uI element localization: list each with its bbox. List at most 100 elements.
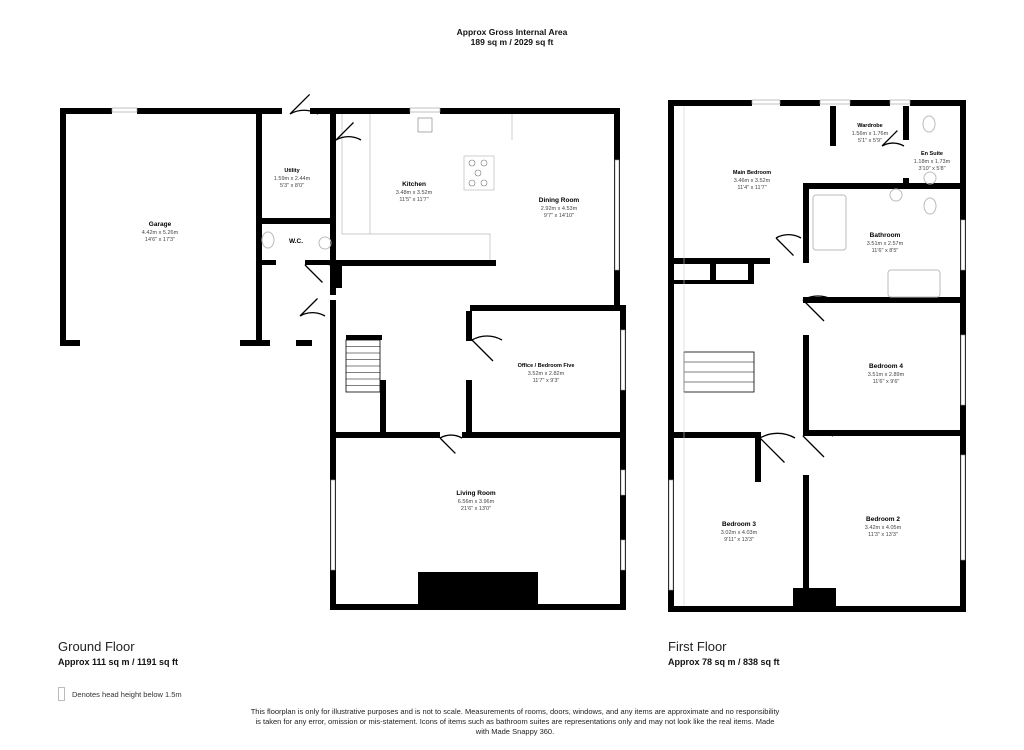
room-name: Bathroom xyxy=(870,232,901,239)
header-area: 189 sq m / 2029 sq ft xyxy=(470,37,554,47)
room-imperial: 5'1" x 5'9" xyxy=(858,138,882,144)
room-imperial: 11'5" x 11'7" xyxy=(399,197,428,203)
header-title: Approx Gross Internal Area xyxy=(456,27,568,37)
room-name: En Suite xyxy=(921,151,943,157)
toilet xyxy=(923,197,937,215)
room-name: Utility xyxy=(284,168,300,174)
room-imperial: 9'11" x 13'3" xyxy=(724,537,754,543)
room-imperial: 5'3" x 8'0" xyxy=(280,183,304,189)
fixtures xyxy=(111,93,966,606)
window xyxy=(668,479,674,591)
wall xyxy=(462,432,626,438)
hob-ring xyxy=(480,179,488,187)
room-imperial: 11'6" x 9'6" xyxy=(873,379,900,385)
wall xyxy=(336,260,496,266)
wall xyxy=(256,260,276,265)
hob xyxy=(463,155,495,191)
wall xyxy=(803,430,966,436)
room-metric: 3.48m x 3.52m xyxy=(396,190,433,196)
wall xyxy=(336,432,440,438)
bath xyxy=(812,194,847,251)
kitchen-worktop xyxy=(341,114,513,260)
window xyxy=(960,334,966,406)
room-metric: 3.46m x 3.52m xyxy=(734,178,771,184)
wall xyxy=(803,183,809,263)
wall xyxy=(240,340,262,346)
fireplace xyxy=(418,572,538,606)
wall xyxy=(262,108,282,114)
first-floor-area: Approx 78 sq m / 838 sq ft xyxy=(668,657,780,667)
wall xyxy=(803,183,966,189)
walls xyxy=(60,100,966,612)
toilet xyxy=(922,115,936,133)
window xyxy=(751,99,781,105)
room-metric: 1.56m x 1.76m xyxy=(852,131,889,137)
door xyxy=(802,295,834,322)
door xyxy=(881,130,905,147)
window xyxy=(614,159,620,271)
wall xyxy=(330,108,336,295)
room-imperial: 11'6" x 8'5" xyxy=(872,248,899,254)
room-imperial: 9'7" x 14'10" xyxy=(544,213,574,219)
wall xyxy=(850,100,890,106)
door xyxy=(775,234,802,256)
door xyxy=(299,298,326,317)
head-height-swatch xyxy=(58,687,65,701)
hob-ring xyxy=(480,159,488,167)
wall xyxy=(137,108,262,114)
room-metric: 2.92m x 4.53m xyxy=(541,206,578,212)
wall xyxy=(346,335,382,340)
wall xyxy=(793,588,836,608)
wall xyxy=(620,305,626,610)
room-name: Garage xyxy=(149,221,172,228)
room-metric: 3.02m x 4.03m xyxy=(721,530,758,536)
room-metric: 3.42m x 4.05m xyxy=(865,525,902,531)
room-name: Office / Bedroom Five xyxy=(518,363,575,369)
wall xyxy=(256,340,270,346)
room-name: Dining Room xyxy=(539,197,580,204)
legend: Denotes head height below 1.5m xyxy=(58,687,182,701)
room-imperial: 11'7" x 9'3" xyxy=(533,378,560,384)
wall xyxy=(668,606,966,612)
toilet xyxy=(261,231,275,249)
wall xyxy=(674,280,754,284)
room-metric: 1.59m x 2.44m xyxy=(274,176,311,182)
wall xyxy=(330,300,336,610)
window xyxy=(960,454,966,561)
wall xyxy=(466,311,472,341)
wall xyxy=(470,305,620,311)
room-imperial: 14'6" x 17'3" xyxy=(145,237,175,243)
window xyxy=(409,107,441,113)
bath xyxy=(887,269,941,298)
wall xyxy=(60,108,66,346)
wall xyxy=(830,106,836,146)
wall xyxy=(256,218,336,224)
wall xyxy=(710,258,716,283)
basin xyxy=(318,236,332,250)
door xyxy=(759,432,796,463)
wall xyxy=(60,340,80,346)
disclaimer: This floorplan is only for illustrative … xyxy=(250,707,780,736)
room-name: Living Room xyxy=(456,490,496,497)
wall xyxy=(305,260,336,265)
door xyxy=(471,335,503,362)
wall xyxy=(336,266,342,288)
room-imperial: 11'3" x 13'3" xyxy=(868,532,898,538)
door xyxy=(335,122,362,141)
window xyxy=(620,329,626,391)
wall xyxy=(60,108,112,114)
room-imperial: 3'10" x 5'8" xyxy=(918,166,945,172)
window xyxy=(111,107,138,113)
room-name: Bedroom 2 xyxy=(866,516,900,523)
room-metric: 3.51m x 2.89m xyxy=(868,372,905,378)
